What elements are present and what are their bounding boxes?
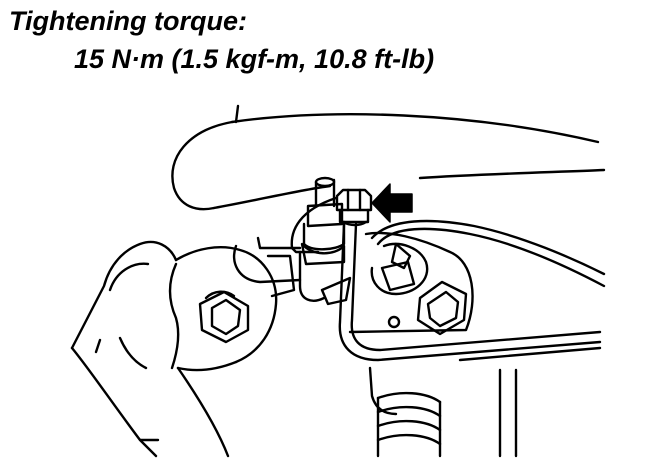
caliper-body: [232, 196, 474, 336]
torque-specification: 15 N·m (1.5 kgf-m, 10.8 ft-lb): [74, 44, 435, 74]
brake-hose: [370, 219, 606, 288]
callout-arrow: [371, 183, 413, 223]
brake-line: [338, 222, 602, 362]
torque-caption: Tightening torque: 15 N·m (1.5 kgf-m, 10…: [0, 0, 672, 90]
upper-housing: [171, 104, 606, 211]
caption-title: Tightening torque:: [9, 6, 247, 36]
lower-strut: [368, 346, 602, 458]
knuckle-bracket: [70, 240, 296, 458]
